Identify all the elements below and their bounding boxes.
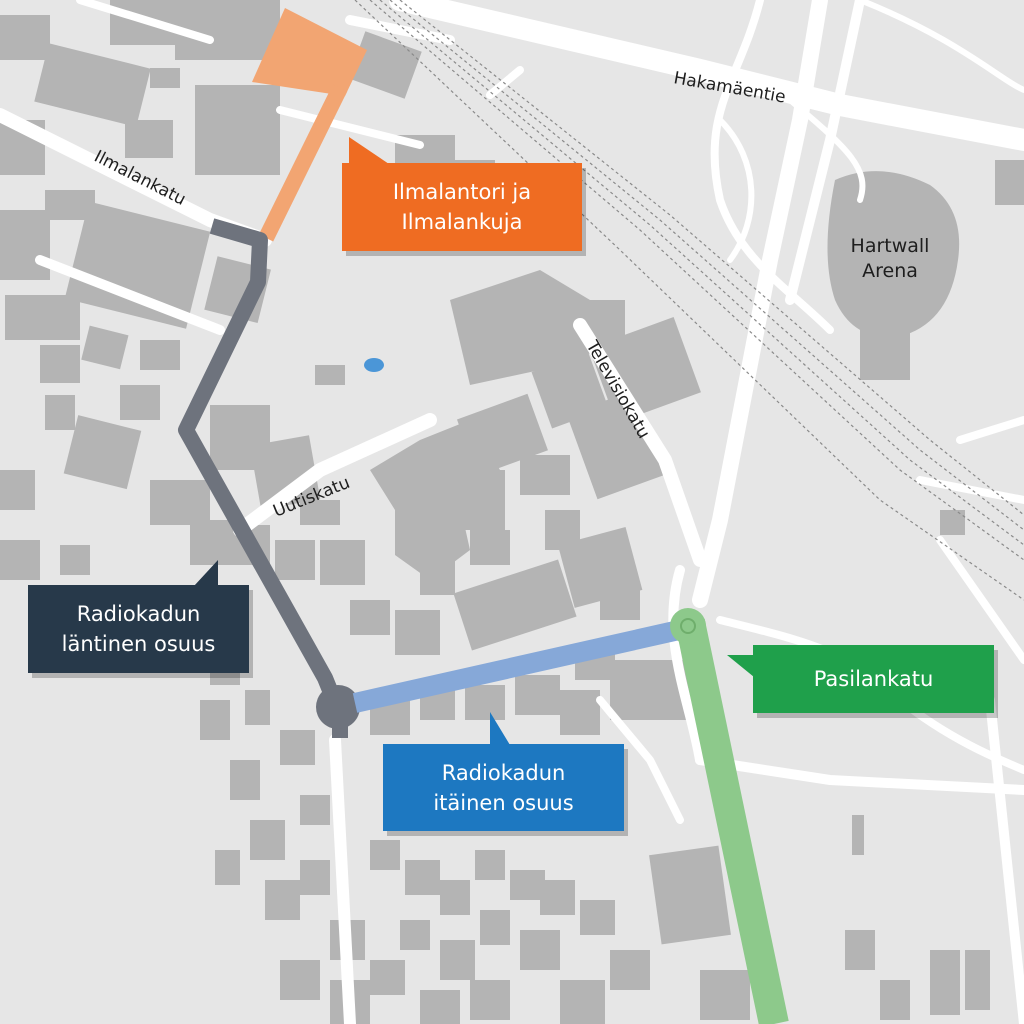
pasilankatu-callout-label: Pasilankatu (813, 667, 934, 691)
pasilankatu-roundabout (670, 608, 706, 644)
ilmalantori-callout-line1: Ilmalantori ja (392, 180, 532, 204)
venue-label-line1: Hartwall (851, 235, 930, 257)
radio-west-callout[interactable]: Radiokadun läntinen osuus (28, 585, 249, 673)
ilmalantori-callout-line2: Ilmalankuja (401, 210, 523, 234)
ilmalantori-callout[interactable]: Ilmalantori ja Ilmalankuja (342, 163, 582, 251)
ilmalantori-route[interactable] (252, 8, 367, 242)
pasilankatu-callout[interactable]: Pasilankatu (753, 645, 994, 713)
railway (354, 0, 1024, 601)
radio-east-callout-line2: itäinen osuus (433, 790, 574, 815)
radiokatu-roundabout (316, 685, 360, 729)
radio-east-callout[interactable]: Radiokadun itäinen osuus (383, 744, 624, 831)
pasilankatu-route[interactable] (675, 618, 789, 1024)
radio-west-callout-line2: läntinen osuus (61, 632, 216, 656)
roundabout-ring (680, 618, 696, 634)
pond (364, 358, 384, 372)
ilmalantori-callout-tail (349, 137, 389, 164)
pasilankatu-callout-tail (727, 655, 754, 677)
venue-label-line2: Arena (862, 260, 918, 282)
radio-west-callout-line1: Radiokadun (76, 602, 201, 626)
radio-east-callout-tail (490, 712, 510, 745)
radio-west-callout-tail (194, 560, 218, 586)
radiokatu-east-route[interactable] (352, 618, 691, 713)
radio-east-callout-line1: Radiokadun (441, 760, 566, 785)
